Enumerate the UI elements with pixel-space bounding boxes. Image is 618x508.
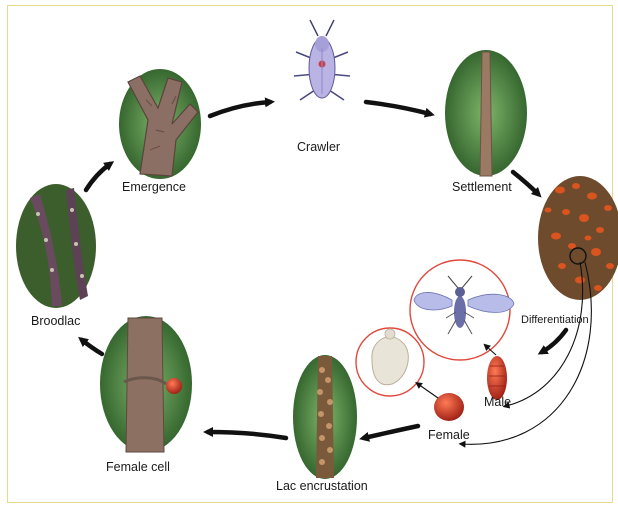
male-pupa-image: [487, 356, 507, 400]
label-emergence: Emergence: [122, 180, 186, 194]
label-broodlac: Broodlac: [31, 314, 80, 328]
arrow-emergence-to-crawler: [210, 102, 270, 116]
female-insect-image: [434, 393, 464, 421]
pointer-female-to-adult: [418, 384, 438, 398]
winged-male-image: [410, 260, 514, 360]
crawler-icon: [294, 20, 350, 100]
emergence-image: [119, 69, 201, 179]
label-differentiation: Differentiation: [521, 314, 589, 326]
arrow-differentiation-down: [542, 330, 566, 352]
female-adult-image: [356, 328, 424, 396]
differentiation-image: [538, 176, 618, 300]
label-settlement: Settlement: [452, 180, 512, 194]
label-male: Male: [484, 395, 511, 409]
label-female: Female: [428, 428, 470, 442]
arrow-female-to-encrustation: [364, 426, 418, 438]
female-cell-image: [100, 316, 192, 452]
label-lac-encrustation: Lac encrustation: [276, 479, 368, 493]
arrow-encrustation-to-female-cell: [208, 432, 286, 438]
arrow-broodlac-to-emergence: [86, 164, 110, 190]
arrow-settlement-to-differentiation: [513, 172, 538, 194]
arrow-female-cell-to-broodlac: [82, 340, 102, 354]
broodlac-image: [16, 184, 96, 308]
arrow-crawler-to-settlement: [366, 102, 430, 114]
settlement-image: [445, 50, 527, 176]
label-female-cell: Female cell: [106, 460, 170, 474]
lac-encrustation-image: [293, 355, 357, 479]
label-crawler: Crawler: [297, 140, 340, 154]
